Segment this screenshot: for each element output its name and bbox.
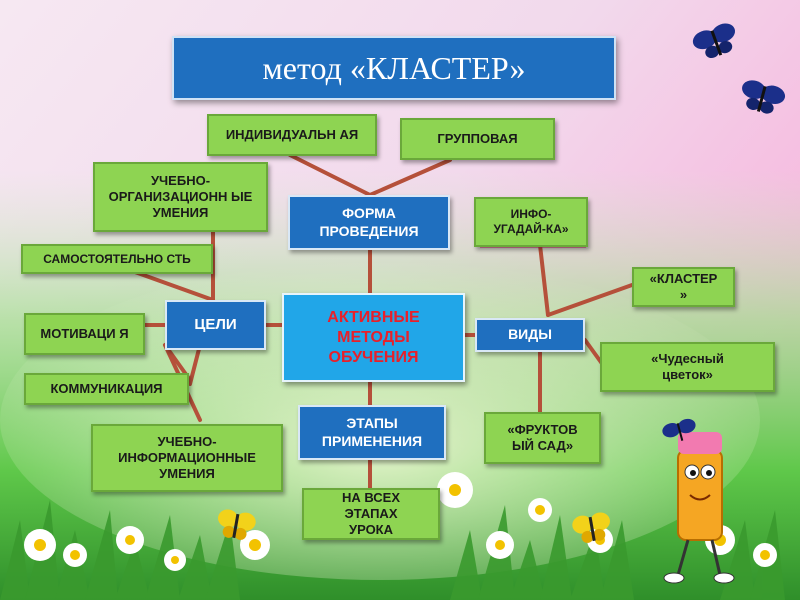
branch-forma: ФОРМА ПРОВЕДЕНИЯ [288,195,450,250]
butterfly-icon [662,418,696,441]
pencil-character-icon [663,432,735,584]
grass [0,500,785,600]
page-title: метод «КЛАСТЕР» [172,36,616,100]
butterfly-icon [742,80,786,114]
node-uchebno-inf: УЧЕБНО-ИНФОРМАЦИОННЫЕ УМЕНИЯ [91,424,283,492]
node-uchebno-org: УЧЕБНО-ОРГАНИЗАЦИОНН ЫЕ УМЕНИЯ [93,162,268,232]
butterfly-icon [218,509,256,540]
node-all-stages: НА ВСЕХ ЭТАПАХ УРОКА [302,488,440,540]
node-kommun: КОММУНИКАЦИЯ [24,373,189,405]
node-individual: ИНДИВИДУАЛЬН АЯ [207,114,377,156]
node-cvetok: «Чудесный цветок» [600,342,775,392]
daisy-flowers [24,472,777,571]
central-node: АКТИВНЫЕ МЕТОДЫ ОБУЧЕНИЯ [282,293,465,382]
butterfly-icon [572,512,610,543]
branch-celi: ЦЕЛИ [165,300,266,350]
node-samost: САМОСТОЯТЕЛЬНО СТЬ [21,244,213,274]
node-info: ИНФО-УГАДАЙ-КА» [474,197,588,247]
node-sad: «ФРУКТОВ ЫЙ САД» [484,412,601,464]
node-group: ГРУППОВАЯ [400,118,555,160]
branch-vidy: ВИДЫ [475,318,585,352]
node-motiv: МОТИВАЦИ Я [24,313,145,355]
branch-etapy: ЭТАПЫ ПРИМЕНЕНИЯ [298,405,446,460]
node-klaster: «КЛАСТЕР » [632,267,735,307]
butterfly-icon [692,23,736,59]
